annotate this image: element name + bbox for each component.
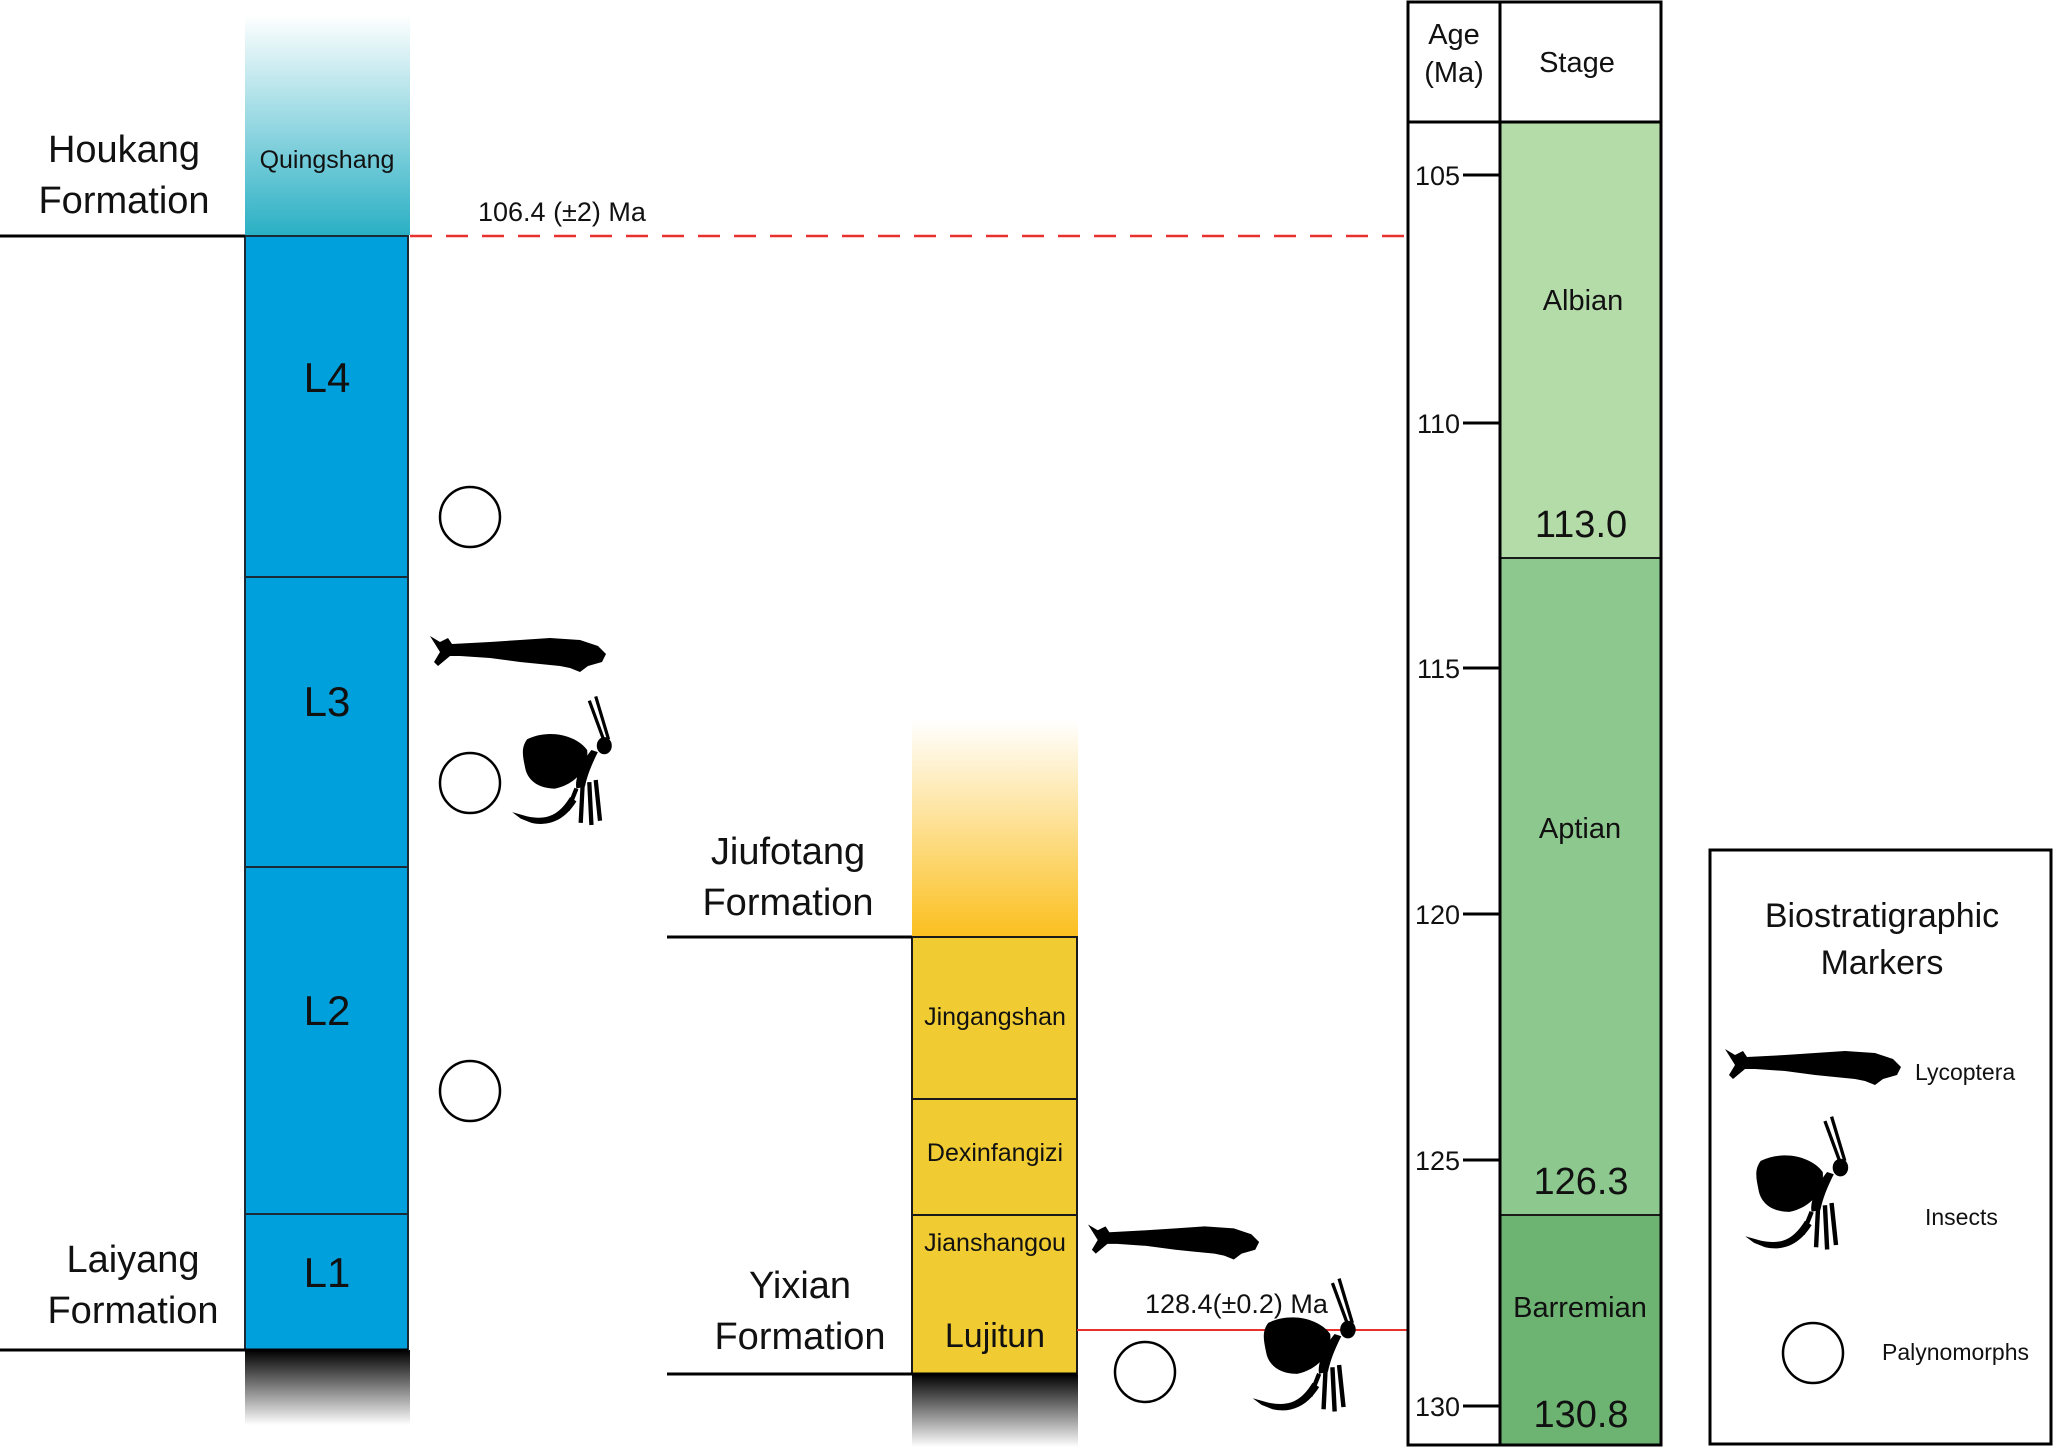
stage-header: Stage [1539,47,1615,79]
member-jianshangou-lujitun [911,1214,1078,1375]
stage-barremian-base-age: 130.8 [1533,1394,1628,1436]
legend-item-palynomorphs: Palynomorphs [1882,1339,2029,1365]
fish-icon [1088,1224,1260,1260]
member-lujitun-label: Lujitun [945,1317,1045,1355]
legend-title-line2: Markers [1821,944,1944,982]
member-l3 [244,576,409,868]
laiyang-formation-label-line2: Formation [47,1290,218,1332]
stage-barremian-label: Barremian [1513,1292,1647,1324]
jiufotang-unit [912,720,1078,937]
member-l4 [244,235,409,578]
member-dexinfangizi-label: Dexinfangizi [927,1139,1063,1167]
member-l4-label: L4 [304,354,351,401]
middle-column-base [912,1374,1078,1447]
tick-label-110: 110 [1417,409,1460,439]
quingshang-unit [245,15,410,235]
member-dexinfangizi [911,1098,1078,1216]
age-header-line1: Age [1428,19,1480,51]
stage-albian-base-age: 113.0 [1535,504,1627,546]
stage-aptian-base-age: 126.3 [1533,1161,1628,1203]
member-jingangshan-label: Jingangshan [924,1003,1066,1031]
member-l2-label: L2 [304,987,351,1034]
legend-box [1708,848,2053,1446]
stage-albian-label: Albian [1543,285,1624,317]
age-ticks [1463,173,1500,1408]
stage-aptian [1500,558,1661,1215]
yixian-formation-label-line2: Formation [714,1316,885,1358]
houkang-formation-label-line2: Formation [38,180,209,222]
member-l1 [244,1213,409,1351]
member-l3-label: L3 [304,678,351,725]
jiufotang-formation-label-line1: Jiufotang [711,831,865,873]
legend-item-insects: Insects [1925,1204,1998,1230]
member-jianshangou-label: Jianshangou [924,1229,1066,1257]
legend-item-lycoptera: Lycoptera [1915,1059,2015,1085]
palynomorph-circle-icon [438,751,502,815]
tick-label-105: 105 [1415,161,1460,191]
date-label-top: 106.4 (±2) Ma [478,197,647,227]
tick-label-130: 130 [1415,1392,1460,1422]
stage-barremian [1500,1215,1661,1445]
quingshang-label: Quingshang [260,146,395,174]
palynomorph-circle-icon [438,1059,502,1123]
tick-label-125: 125 [1415,1146,1460,1176]
houkang-formation-label-line1: Houkang [48,129,200,171]
member-l1-label: L1 [304,1249,351,1296]
age-header-line2: (Ma) [1424,57,1484,89]
left-column-base [245,1350,410,1425]
tick-label-120: 120 [1415,900,1460,930]
circle-icon [1781,1321,1845,1385]
legend-title-line1: Biostratigraphic [1765,897,1999,935]
laiyang-formation-label-line1: Laiyang [66,1239,199,1281]
stage-aptian-label: Aptian [1539,813,1621,845]
palynomorph-circle-icon [438,485,502,549]
member-jingangshan [911,936,1078,1100]
yixian-formation-label-line1: Yixian [749,1265,851,1307]
fish-icon [430,636,606,672]
stage-albian [1500,122,1661,558]
jiufotang-formation-label-line2: Formation [702,882,873,924]
tick-label-115: 115 [1417,654,1460,684]
palynomorph-circle-icon [1113,1340,1177,1404]
member-l2 [244,866,409,1215]
insect-icon [512,696,612,825]
date-label-bottom: 128.4(±0.2) Ma [1145,1289,1329,1319]
